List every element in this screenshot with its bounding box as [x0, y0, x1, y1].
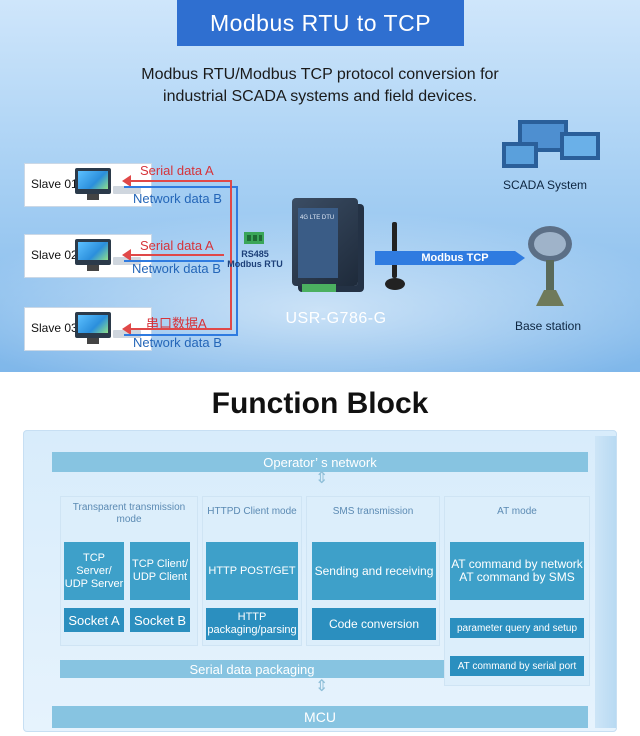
sms-mode-title: SMS transmission [332, 506, 414, 517]
serial-data-packaging-bar: Serial data packaging [60, 660, 444, 678]
serial-line [124, 254, 224, 256]
httpd-mode-title: HTTPD Client mode [207, 506, 297, 517]
at-serial-port-box: AT command by serial port [450, 656, 584, 676]
operator-network-bar: Operator’ s network [52, 452, 588, 472]
base-station-label: Base station [514, 319, 582, 333]
up-down-arrow-icon: ⇕ [315, 470, 329, 487]
slave-label: Slave 02 [31, 248, 78, 262]
monitor-icon [75, 239, 111, 265]
scada-label: SCADA System [502, 178, 588, 192]
arrow-left-icon [122, 249, 131, 261]
keyboard-icon [113, 186, 141, 194]
code-conversion-box: Code conversion [312, 608, 436, 640]
socket-a-box: Socket A [64, 608, 124, 632]
monitor-stand [87, 338, 99, 344]
device-face-text: 4G LTE DTU [300, 215, 335, 221]
modbus-tcp-arrow [375, 251, 525, 265]
subtitle-line-2: industrial SCADA systems and field devic… [163, 88, 477, 105]
panel-border [23, 430, 617, 732]
banner-title: Modbus RTU to TCP [177, 0, 464, 46]
network-line [124, 186, 236, 188]
network-bus-line [236, 186, 238, 336]
dtu-device: 4G LTE DTU [292, 198, 358, 286]
base-station-icon [528, 226, 572, 306]
network-label: Network data B [133, 191, 222, 206]
function-block-title: Function Block [211, 387, 429, 420]
arrow-left-icon [122, 323, 131, 335]
monitor-stand [87, 194, 99, 200]
socket-b-box: Socket B [130, 608, 190, 632]
serial-label: Serial data A [140, 163, 214, 178]
subtitle: Modbus RTU/Modbus TCP protocol conversio… [40, 64, 600, 108]
rs485-line-1: RS485 [241, 249, 269, 259]
tcp-server-text: TCP Server/ UDP Server [64, 551, 124, 590]
monitor-icon [75, 168, 111, 194]
slave-03: Slave 03 [24, 307, 152, 351]
serial-bus-line [230, 180, 232, 330]
rs485-line-2: Modbus RTU [227, 259, 283, 269]
network-label: Network data B [132, 261, 221, 276]
antenna-base [385, 278, 405, 290]
tcp-client-b-text: TCP Client/ UDP Client [131, 558, 189, 583]
device-name: USR-G786-G [285, 310, 387, 327]
at-network-sms-box: AT command by network AT command by SMS [450, 542, 584, 600]
network-line [124, 334, 236, 336]
serial-label: 串口数据A [146, 316, 207, 331]
rs485-label: RS485 Modbus RTU [212, 249, 298, 269]
antenna-icon [392, 222, 397, 278]
sms-send-receive-box: Sending and receiving [312, 542, 436, 600]
tcp-server-box: TCP Server/ UDP Server [64, 542, 124, 600]
serial-line [124, 180, 230, 182]
monitor-icon [75, 312, 111, 338]
subtitle-line-1: Modbus RTU/Modbus TCP protocol conversio… [141, 66, 499, 83]
panel-side-shade [595, 436, 617, 728]
network-line [124, 260, 224, 262]
parameter-query-box: parameter query and setup [450, 618, 584, 638]
scada-screens-icon [502, 120, 600, 168]
slave-label: Slave 01 [31, 177, 78, 191]
network-label: Network data B [133, 335, 222, 350]
monitor-stand [87, 265, 99, 271]
at-sms-text: AT command by SMS [459, 570, 575, 584]
serial-line [124, 328, 230, 330]
at-mode-title: AT mode [497, 506, 537, 517]
at-network-text: AT command by network [451, 557, 583, 571]
serial-label: Serial data A [140, 238, 214, 253]
http-packaging-box: HTTP packaging/parsing [206, 608, 298, 640]
slave-label: Slave 03 [31, 321, 78, 335]
rs485-terminal-icon [244, 232, 264, 244]
terminal-block [302, 284, 336, 292]
transparent-mode-title: Transparent transmission mode [72, 502, 186, 525]
arrow-left-icon [122, 175, 131, 187]
http-post-box: HTTP POST/GET [206, 542, 298, 600]
tcp-label: Modbus TCP [421, 252, 489, 264]
mcu-bar: MCU [52, 706, 588, 728]
tcp-client-b-box: TCP Client/ UDP Client [130, 542, 190, 600]
up-down-arrow-icon: ⇕ [315, 678, 329, 695]
